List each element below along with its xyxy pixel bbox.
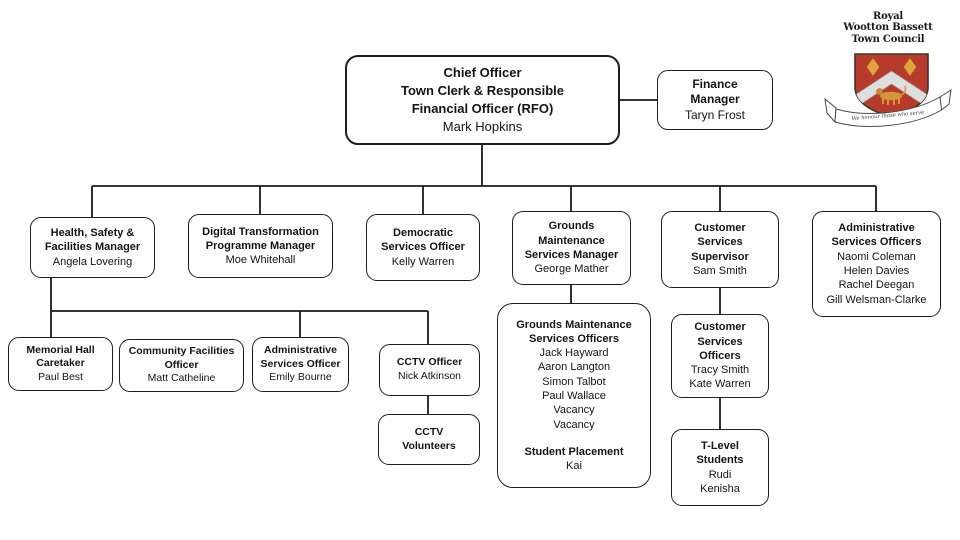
node-person: Moe Whitehall — [225, 254, 296, 267]
node-person: Simon Talbot — [542, 375, 606, 388]
node-person: Jack Hayward — [539, 347, 609, 360]
council-crest-logo: Royal Wootton Bassett Town Council — [822, 11, 954, 137]
node-person: Taryn Frost — [684, 107, 745, 122]
node-title-line: CCTV — [414, 425, 444, 438]
org-node-customer-services-supervisor: Customer Services Supervisor Sam Smith — [661, 211, 779, 288]
node-title-line: Manager — [690, 92, 740, 107]
org-node-administrative-services-officers: Administrative Services Officers Naomi C… — [812, 211, 941, 317]
node-person: Matt Catheline — [147, 372, 216, 385]
logo-org-name: Royal Wootton Bassett Town Council — [822, 11, 954, 45]
org-node-democratic-services-officer: Democratic Services Officer Kelly Warren — [366, 214, 480, 281]
node-title-line: Health, Safety & — [50, 227, 135, 240]
logo-org-name-line: Wootton Bassett — [843, 22, 933, 34]
logo-org-name-line: Royal — [872, 11, 904, 22]
node-title-line: CCTV Officer — [396, 356, 463, 369]
node-title-line: Services Officer — [381, 241, 465, 254]
node-person: Mark Hopkins — [442, 118, 523, 134]
node-person: Nick Atkinson — [397, 370, 462, 382]
node-person: Kenisha — [700, 482, 740, 495]
node-title-line: Officer — [164, 358, 199, 371]
node-person: Gill Welsman-Clarke — [826, 293, 927, 306]
crest-shield-graphic: We honour those who serve — [824, 53, 952, 128]
node-person: Vacancy — [553, 404, 595, 417]
crest-lozenge-left — [866, 57, 880, 77]
node-title-line: Customer — [694, 221, 746, 234]
node-person: Paul Best — [38, 370, 83, 383]
node-title-line: Administrative — [264, 344, 337, 357]
node-title-line: Democratic — [393, 227, 453, 240]
logo-org-name-line: Town Council — [851, 33, 925, 45]
node-title-line: Facilities Manager — [44, 241, 141, 254]
node-title-line: Services — [697, 335, 743, 348]
org-node-administrative-services-officer: Administrative Services Officer Emily Bo… — [252, 337, 349, 392]
node-title-line: Students — [696, 454, 744, 467]
node-person: Vacancy — [553, 418, 595, 431]
node-title-line: Officers — [699, 349, 741, 362]
node-person: Rachel Deegan — [838, 279, 915, 292]
node-person: Kate Warren — [689, 378, 751, 391]
crest-lozenge-right — [903, 57, 917, 77]
org-node-customer-services-officers: Customer Services Officers Tracy Smith K… — [671, 314, 769, 398]
node-title-line: Services — [697, 236, 743, 249]
node-title-line: Grounds Maintenance — [516, 318, 632, 331]
node-title-line: Grounds — [548, 220, 595, 233]
org-node-memorial-hall-caretaker: Memorial Hall Caretaker Paul Best — [8, 337, 113, 391]
org-node-grounds-maintenance-services-officers: Grounds Maintenance Services Officers Ja… — [497, 303, 651, 488]
node-title-line: Maintenance — [538, 234, 605, 247]
node-person: Paul Wallace — [542, 390, 606, 402]
org-node-digital-transformation-programme-manager: Digital Transformation Programme Manager… — [188, 214, 333, 278]
org-node-community-facilities-officer: Community Facilities Officer Matt Cathel… — [119, 339, 244, 392]
org-node-chief-officer: Chief Officer Town Clerk & Responsible F… — [345, 55, 620, 145]
node-title-line: Services Manager — [524, 249, 619, 261]
node-title-line: Administrative — [838, 222, 915, 235]
node-person: Helen Davies — [843, 265, 910, 277]
node-title-line: Services Officer — [260, 357, 341, 370]
org-node-finance-manager: Finance Manager Taryn Frost — [657, 70, 773, 130]
crest-lion — [876, 85, 907, 106]
node-person: Rudi — [708, 468, 732, 481]
node-title-line: Supervisor — [691, 250, 749, 263]
node-title-line: Memorial Hall — [26, 343, 95, 356]
node-title-line: Caretaker — [36, 357, 85, 370]
org-node-grounds-maintenance-services-manager: Grounds Maintenance Services Manager Geo… — [512, 211, 631, 285]
node-title-line: Services Officers — [529, 332, 619, 345]
node-title-line: Chief Officer — [443, 65, 522, 81]
node-title-line: Programme Manager — [205, 239, 316, 252]
node-title-line: Services Officers — [831, 236, 922, 249]
org-node-cctv-volunteers: CCTV Volunteers — [378, 414, 480, 465]
node-title-line: Financial Officer (RFO) — [411, 101, 554, 116]
node-title-line: Town Clerk & Responsible — [400, 83, 564, 99]
crest-chevron — [855, 70, 928, 109]
node-title-line: T-Level — [701, 439, 739, 452]
org-node-health-safety-facilities-manager: Health, Safety & Facilities Manager Ange… — [30, 217, 155, 278]
node-title-line: Volunteers — [402, 439, 456, 452]
node-person: Tracy Smith — [690, 364, 750, 377]
node-title-line: Finance — [692, 76, 738, 91]
node-title-line: Customer — [694, 321, 746, 334]
node-person: Aaron Langton — [537, 361, 611, 374]
org-node-t-level-students: T-Level Students Rudi Kenisha — [671, 429, 769, 506]
node-person: Kai — [566, 460, 582, 473]
node-person: Emily Bourne — [269, 371, 332, 384]
node-subtitle: Student Placement — [524, 445, 624, 458]
node-person: Kelly Warren — [391, 255, 455, 268]
node-person: Angela Lovering — [52, 255, 133, 268]
node-person: Naomi Coleman — [837, 250, 916, 263]
node-person: Sam Smith — [693, 264, 747, 277]
node-title-line: Community Facilities — [128, 345, 235, 358]
node-title-line: Digital Transformation — [202, 225, 319, 238]
node-person: George Mather — [534, 263, 609, 276]
org-node-cctv-officer: CCTV Officer Nick Atkinson — [379, 344, 480, 396]
